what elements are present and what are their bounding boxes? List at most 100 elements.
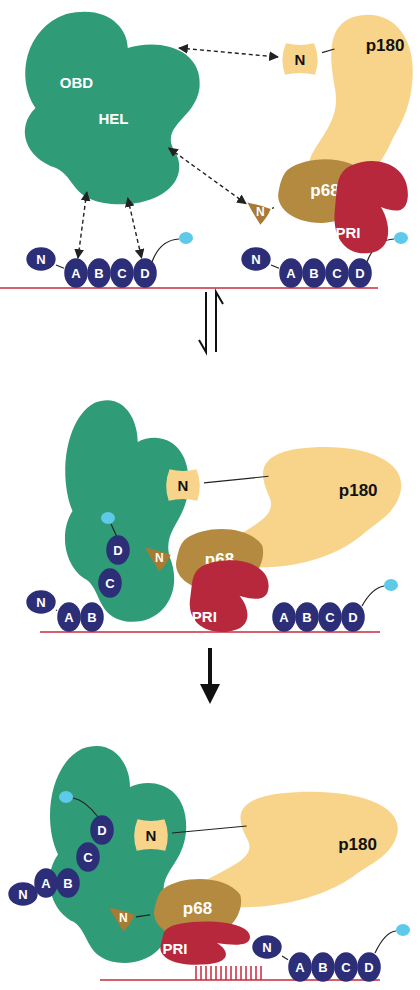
node-label: C: [341, 961, 350, 974]
linker: [362, 586, 384, 606]
node-shape: [134, 819, 168, 850]
rpa-domain: N: [8, 882, 38, 906]
node-shape: [76, 842, 100, 871]
n-domain: N: [144, 545, 172, 573]
rpa-domain: D: [341, 602, 365, 632]
rpa-domain: C: [98, 568, 122, 598]
c-terminal-dot: [101, 512, 115, 524]
n-domain: N: [162, 468, 204, 502]
node-shape: [106, 535, 130, 564]
primase-subunit: PRI: [185, 558, 273, 634]
node-label: B: [318, 961, 327, 974]
node-label: N: [18, 888, 27, 901]
rpa-domain: D: [357, 952, 381, 982]
linker-line: [136, 915, 150, 917]
node-shape: [26, 247, 55, 271]
node-label: p180: [366, 37, 405, 54]
node-label: PRI: [162, 940, 187, 955]
node-shape: [241, 247, 270, 271]
node-label: p68: [183, 900, 212, 917]
node-label: C: [83, 851, 92, 864]
node-shape: [160, 921, 250, 964]
node-shape: [252, 935, 281, 959]
interaction-arrow: [128, 198, 142, 258]
c-terminal-dot: [396, 924, 410, 936]
node-shape: [87, 258, 111, 287]
node-label: D: [355, 267, 364, 280]
node-label: D: [97, 824, 106, 837]
node-label: N: [155, 552, 164, 564]
node-shape: [57, 602, 81, 631]
rpa-domain: A: [34, 868, 58, 898]
node-shape: [26, 590, 55, 614]
node-label: N: [36, 596, 45, 609]
helicase-blob: [65, 400, 189, 622]
node-shape: [25, 12, 200, 205]
rpa-domain: D: [90, 815, 114, 845]
n-domain: N: [246, 200, 272, 226]
node-shape: [133, 258, 157, 287]
node-outline: [330, 158, 412, 256]
rpa-domain: C: [334, 952, 358, 982]
rpa-domain: B: [80, 602, 104, 632]
linker-line: [172, 826, 247, 833]
node-label: OBD: [60, 75, 93, 90]
node-shape: [348, 258, 372, 287]
c-terminal-dot: [59, 791, 73, 803]
rpa-domain: D: [106, 535, 130, 565]
c-terminal-dot: [179, 232, 193, 244]
node-label: C: [332, 267, 341, 280]
rpa-domain: A: [279, 258, 303, 288]
node-shape: [247, 203, 270, 225]
n-domain: N: [108, 905, 136, 933]
rpa-domain: A: [57, 602, 81, 632]
rpa-domain: D: [348, 258, 372, 288]
node-shape: [109, 908, 134, 932]
rpa-domain: B: [87, 258, 111, 288]
node-label: B: [87, 611, 96, 624]
node-shape: [334, 952, 358, 981]
rpa-domain: N: [26, 247, 56, 271]
rpa-domain: C: [76, 842, 100, 872]
node-shape: [341, 602, 365, 631]
node-label: A: [41, 877, 50, 890]
equilibrium-arrow: [199, 292, 206, 352]
node-label: N: [295, 52, 306, 67]
linker-line: [282, 956, 288, 960]
node-label: HEL: [98, 111, 128, 126]
node-shape: [311, 952, 335, 981]
linker-line: [272, 207, 274, 209]
node-shape: [80, 602, 104, 631]
helicase-blob: OBD HEL: [15, 8, 220, 208]
node-label: p180: [338, 836, 377, 853]
rpa-domain: C: [318, 602, 342, 632]
node-label: D: [348, 611, 357, 624]
rpa-domain: B: [302, 258, 326, 288]
reaction-arrowhead: [200, 684, 220, 704]
dna-strand: [100, 979, 380, 981]
linker-line: [322, 49, 335, 53]
c-terminal-dot: [394, 232, 408, 244]
rpa-domain: B: [56, 868, 80, 898]
linker: [111, 524, 117, 537]
node-label: D: [364, 961, 373, 974]
n-domain: N: [278, 42, 322, 76]
node-label: C: [117, 267, 126, 280]
node-label: N: [178, 478, 189, 493]
node-label: A: [286, 267, 295, 280]
linker: [375, 931, 396, 953]
node-label: C: [325, 611, 334, 624]
node-label: N: [119, 912, 128, 924]
node-shape: [190, 560, 269, 632]
node-label: N: [146, 828, 157, 843]
node-shape: [64, 258, 88, 287]
node-shape: [357, 952, 381, 981]
node-shape: [282, 43, 317, 74]
rpa-domain: C: [325, 258, 349, 288]
node-outline: [15, 8, 220, 208]
node-label: B: [302, 611, 311, 624]
interaction-arrow: [179, 48, 278, 57]
linker: [152, 239, 179, 262]
linker: [73, 798, 98, 817]
